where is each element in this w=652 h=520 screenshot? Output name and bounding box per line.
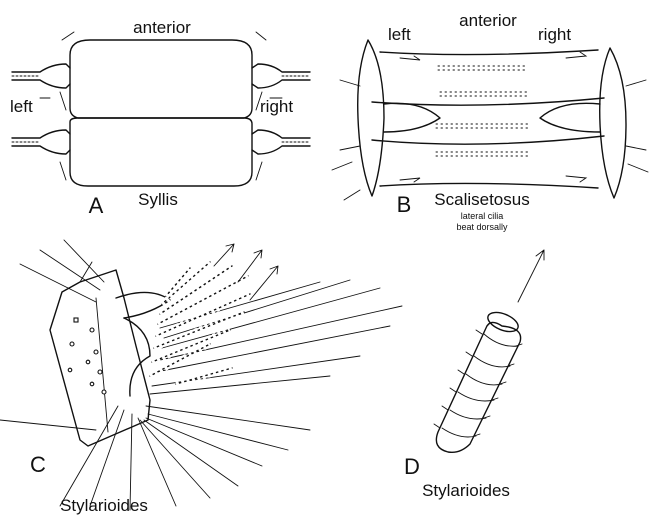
panel-b-anterior-label: anterior bbox=[459, 11, 517, 30]
panel-c-name: Stylarioides bbox=[60, 496, 148, 515]
panel-b-name: Scalisetosus bbox=[434, 190, 529, 209]
panel-a-anterior-label: anterior bbox=[133, 18, 191, 37]
panel-c: C Stylarioides bbox=[0, 240, 402, 515]
panel-b-letter: B bbox=[397, 192, 412, 217]
panel-b-right-label: right bbox=[538, 25, 571, 44]
panel-a-left-label: left bbox=[10, 97, 33, 116]
panel-d: D Stylarioides bbox=[404, 250, 544, 500]
panel-c-papillae bbox=[68, 318, 106, 394]
panel-c-gill-filaments bbox=[150, 262, 250, 384]
panel-c-drawing bbox=[0, 240, 402, 510]
panel-c-letter: C bbox=[30, 452, 46, 477]
panel-a-name: Syllis bbox=[138, 190, 178, 209]
panel-b-left-label: left bbox=[388, 25, 411, 44]
panel-a-letter: A bbox=[89, 193, 104, 218]
panel-b: left anterior right B Scalisetosus later… bbox=[332, 11, 648, 232]
panel-b-note-line2: beat dorsally bbox=[456, 222, 508, 232]
panel-d-drawing bbox=[434, 250, 544, 452]
panel-a: anterior left right A Syllis bbox=[10, 18, 310, 218]
panel-a-right-label: right bbox=[260, 97, 293, 116]
panel-d-name: Stylarioides bbox=[422, 481, 510, 500]
panel-b-drawing bbox=[332, 40, 648, 200]
panel-b-note-line1: lateral cilia bbox=[461, 211, 504, 221]
panel-d-letter: D bbox=[404, 454, 420, 479]
panel-c-chaetae bbox=[0, 240, 402, 510]
panel-d-rings bbox=[442, 334, 518, 437]
